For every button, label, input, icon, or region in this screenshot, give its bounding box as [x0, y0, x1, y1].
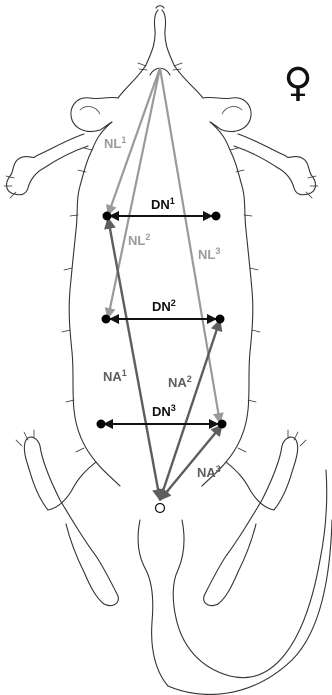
label-na3: NA3	[197, 464, 221, 480]
label-dn2: DN2	[152, 298, 176, 314]
nipple-point	[212, 212, 221, 221]
rat-forelimb-right	[234, 134, 315, 195]
nipple-point	[216, 315, 225, 324]
rat-body-right	[202, 122, 253, 486]
label-na1: NA1	[103, 368, 127, 384]
rat-head	[118, 10, 203, 98]
rat-hindlimb-left	[24, 437, 118, 605]
label-nl1: NL1	[104, 135, 126, 151]
labels: NL1 NL2 NL3 DN1 DN2 DN3 NA1 NA2 NA3 ♀	[103, 60, 313, 480]
label-nl3: NL3	[198, 246, 220, 262]
label-dn3: DN3	[152, 403, 176, 419]
rat-nose	[156, 6, 164, 8]
label-nl2: NL2	[128, 232, 150, 248]
female-symbol: ♀	[283, 60, 312, 106]
rat-tail-tip	[168, 520, 332, 694]
nl3-line	[160, 68, 220, 423]
label-dn1: DN1	[151, 196, 175, 212]
rat-body-left	[69, 122, 120, 486]
rat-ear-left	[71, 97, 118, 131]
nipple-point	[103, 212, 112, 221]
anus-marker	[156, 504, 165, 513]
nipple-point	[97, 420, 106, 429]
nipple-point	[102, 315, 111, 324]
na1-line	[108, 218, 160, 500]
nipple-point	[218, 420, 227, 429]
rat-ear-right	[203, 97, 251, 131]
label-na2: NA2	[168, 374, 192, 390]
na3-line	[160, 425, 222, 500]
rat-hindlimb-right	[204, 437, 298, 605]
rat-forelimb-left	[7, 134, 88, 195]
